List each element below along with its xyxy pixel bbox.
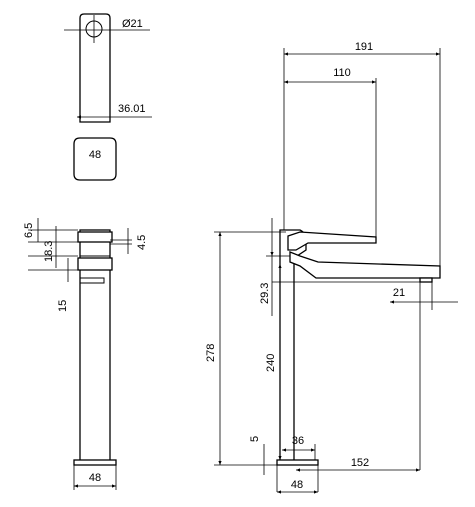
front-base-width-label: 48 <box>291 479 303 491</box>
front-aerator <box>419 277 433 283</box>
side-view: 6.5 18.3 4.5 15 48 <box>23 218 148 490</box>
hole-diameter-label: Ø21 <box>122 18 143 30</box>
side-collar <box>77 257 113 271</box>
front-spout <box>289 251 441 279</box>
top-view-base <box>73 137 117 181</box>
side-aerator <box>79 277 105 284</box>
base-height-label: 5 <box>249 436 261 442</box>
body-height-label: 240 <box>265 354 277 372</box>
aerator-width-label: 21 <box>393 287 405 299</box>
d15-label: 15 <box>57 300 69 312</box>
length-label: 36.01 <box>118 103 146 115</box>
front-base <box>276 459 319 466</box>
d4-5-label: 4.5 <box>136 235 148 250</box>
spout-reach-label: 152 <box>351 457 369 469</box>
height-total-label: 278 <box>205 344 217 362</box>
body-width-label: 36 <box>292 435 304 447</box>
reach-total-label: 191 <box>355 41 373 53</box>
d6-5-label: 6.5 <box>23 223 35 238</box>
front-view: 191 110 278 29.3 240 5 36 21 152 <box>205 41 458 494</box>
d18-3-label: 18.3 <box>43 241 55 262</box>
top-view: Ø21 36.01 48 <box>64 13 152 181</box>
top-view-outline <box>79 13 111 123</box>
side-base <box>73 459 117 466</box>
handle-length-label: 110 <box>333 67 351 79</box>
side-base-width-label: 48 <box>89 472 101 484</box>
top-base-width-label: 48 <box>89 149 101 161</box>
side-handle <box>77 231 113 243</box>
front-lever <box>287 231 377 251</box>
spout-height-label: 29.3 <box>259 283 271 304</box>
